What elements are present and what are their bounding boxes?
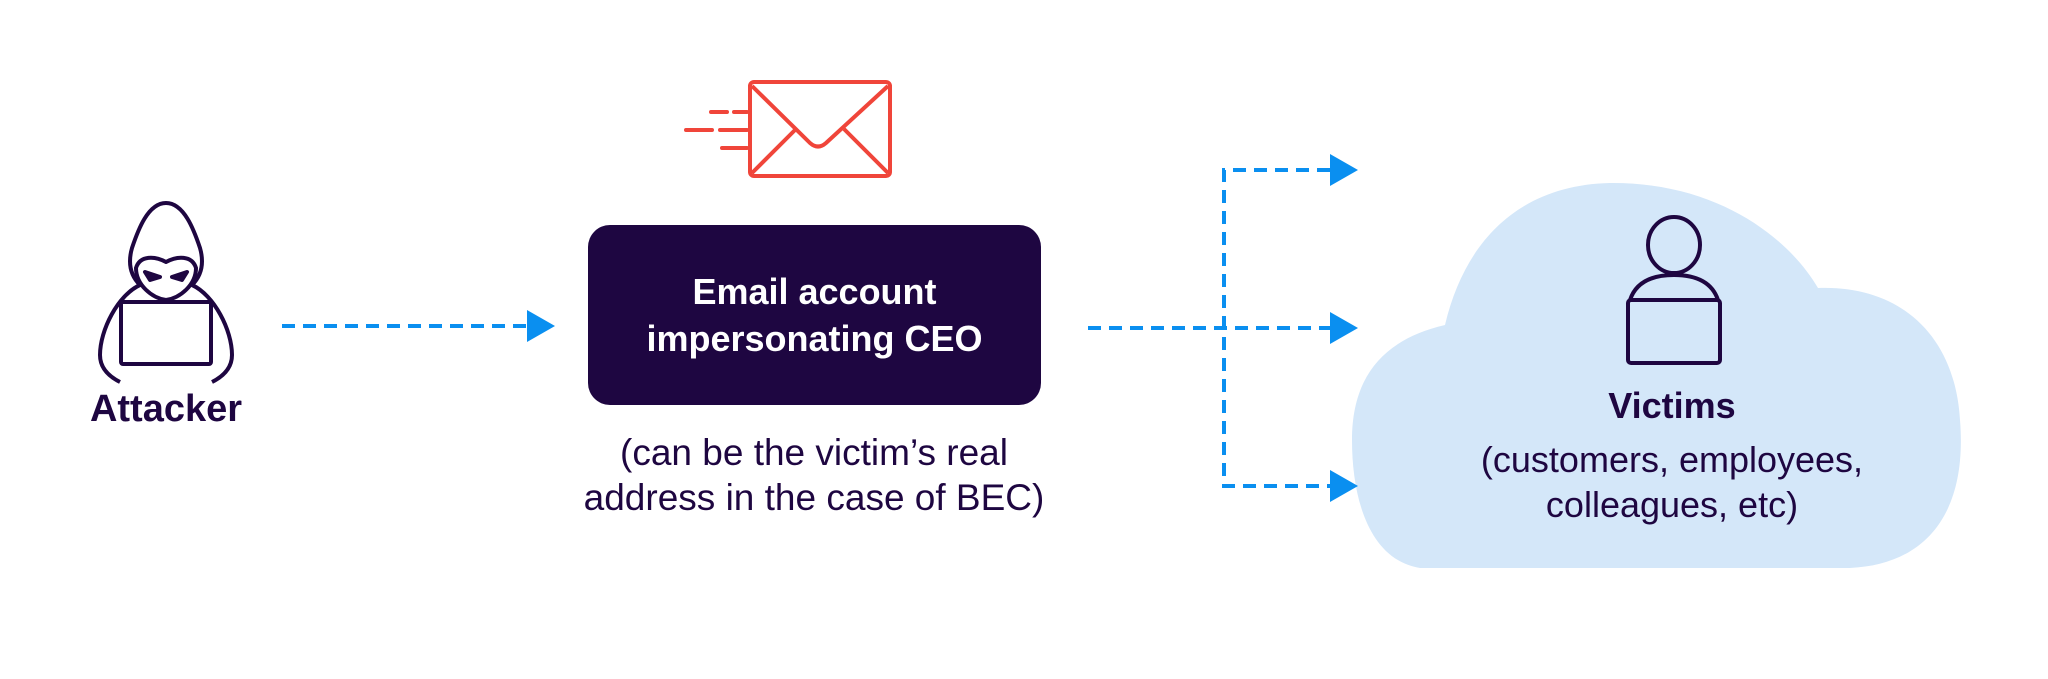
note-line2: address in the case of BEC): [583, 477, 1045, 518]
victims-line2: colleagues, etc): [1545, 484, 1799, 525]
victims-description: (customers, employees, colleagues, etc): [1422, 437, 1922, 527]
hooded-hacker-laptop-icon: [98, 201, 234, 384]
sending-envelope-icon: [684, 80, 892, 178]
victims-line1: (customers, employees,: [1480, 439, 1864, 480]
attacker-label: Attacker: [89, 388, 243, 430]
victims-title: Victims: [1608, 385, 1736, 426]
email-account-box: Email account impersonating CEO: [588, 225, 1041, 405]
person-laptop-icon: [1626, 215, 1722, 365]
arrow-attacker-to-email: [282, 310, 555, 342]
victims-cloud: [1352, 182, 1961, 568]
arrowheads: [1330, 154, 1358, 502]
arrows-email-to-victims: [1088, 168, 1330, 488]
email-box-line2: impersonating CEO: [646, 318, 983, 359]
email-note: (can be the victim’s real address in the…: [514, 430, 1114, 520]
note-line1: (can be the victim’s real: [620, 432, 1008, 473]
email-box-line1: Email account: [692, 271, 937, 312]
